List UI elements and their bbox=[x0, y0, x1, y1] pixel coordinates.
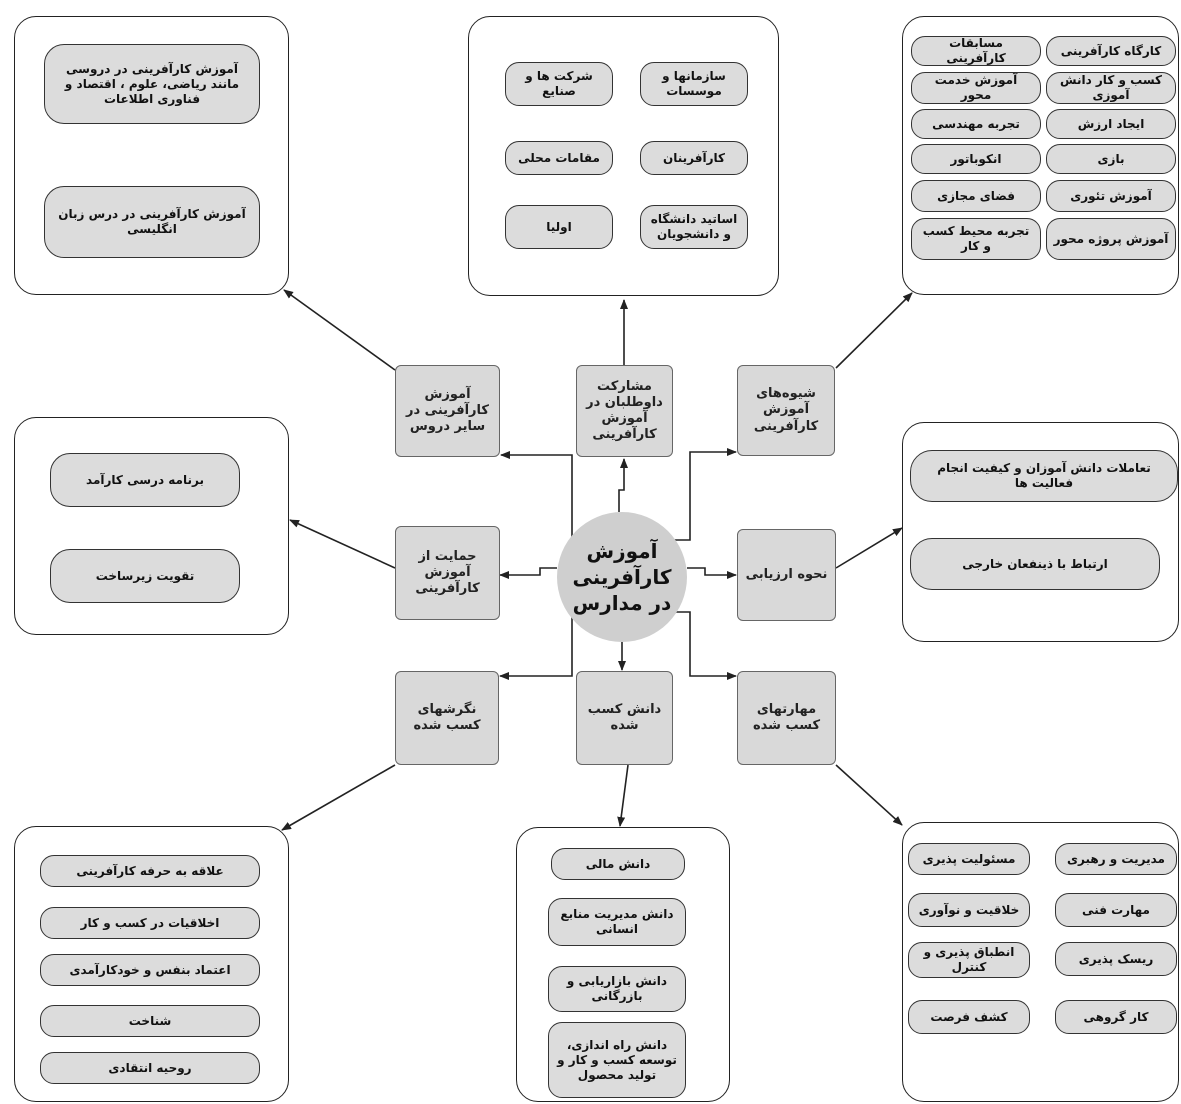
box-methods-9: آموزش تئوری bbox=[1046, 180, 1176, 212]
arrow-to-other-courses bbox=[500, 451, 573, 545]
box-skills-4: خلاقیت و نوآوری bbox=[908, 893, 1030, 927]
box-methods-11: آموزش پروژه محور bbox=[1046, 218, 1176, 260]
box-skills-1: مدیریت و رهبری bbox=[1055, 843, 1177, 875]
box-attitudes-3: اعتماد بنفس و خودکارآمدی bbox=[40, 954, 260, 986]
box-support-1: برنامه درسی کارآمد bbox=[50, 453, 240, 507]
box-methods-4: آموزش خدمت محور bbox=[911, 72, 1041, 104]
arrow-to-panel-evaluation bbox=[835, 527, 903, 569]
arrow-to-skills bbox=[668, 611, 737, 680]
arrow-to-panel-methods bbox=[835, 292, 913, 369]
arrow-to-panel-skills bbox=[835, 764, 903, 826]
node-support: حمایت از آموزش کارآفرینی bbox=[395, 526, 500, 620]
box-knowledge-2: دانش مدیریت منابع انسانی bbox=[548, 898, 686, 946]
center-hub: آموزش کارآفرینی در مدارس bbox=[557, 512, 687, 642]
box-knowledge-3: دانش بازاریابی و بازرگانی bbox=[548, 966, 686, 1012]
box-other-courses-1: آموزش کارآفرینی در دروسی مانند ریاضی، عل… bbox=[44, 44, 260, 124]
box-evaluation-2: ارتباط با ذینفعان خارجی bbox=[910, 538, 1160, 590]
box-volunteers-6: اولیا bbox=[505, 205, 613, 249]
box-knowledge-4: دانش راه اندازی، توسعه کسب و کار و تولید… bbox=[548, 1022, 686, 1098]
center-line-2: کارآفرینی bbox=[572, 565, 672, 589]
box-methods-10: فضای مجازی bbox=[911, 180, 1041, 212]
box-methods-3: کسب و کار دانش آموزی bbox=[1046, 72, 1176, 104]
box-methods-6: تجربه مهندسی bbox=[911, 109, 1041, 139]
center-line-1: آموزش bbox=[586, 539, 658, 563]
box-other-courses-2: آموزش کارآفرینی در درس زبان انگلیسی bbox=[44, 186, 260, 258]
box-methods-2: مسابقات کارآفرینی bbox=[911, 36, 1041, 66]
arrow-to-panel-other-courses bbox=[283, 289, 396, 371]
box-attitudes-2: اخلاقیات در کسب و کار bbox=[40, 907, 260, 939]
box-attitudes-5: روحیه انتقادی bbox=[40, 1052, 260, 1084]
arrow-to-volunteers bbox=[618, 458, 628, 512]
box-methods-8: انکوباتور bbox=[911, 144, 1041, 174]
box-volunteers-4: مقامات محلی bbox=[505, 141, 613, 175]
box-skills-8: کشف فرصت bbox=[908, 1000, 1030, 1034]
center-line-3: در مدارس bbox=[572, 591, 672, 615]
box-methods-7: بازی bbox=[1046, 144, 1176, 174]
box-volunteers-5: اساتید دانشگاه و دانشجویان bbox=[640, 205, 748, 249]
node-skills: مهارتهای کسب شده bbox=[737, 671, 836, 765]
box-knowledge-1: دانش مالی bbox=[551, 848, 685, 880]
node-knowledge: دانش کسب شده bbox=[576, 671, 673, 765]
box-methods-5: ایجاد ارزش bbox=[1046, 109, 1176, 139]
arrow-to-methods bbox=[668, 448, 737, 541]
arrow-to-panel-support bbox=[289, 519, 396, 569]
box-skills-2: مسئولیت پذیری bbox=[908, 843, 1030, 875]
box-volunteers-2: شرکت ها و صنایع bbox=[505, 62, 613, 106]
arrow-to-support bbox=[499, 567, 557, 579]
box-methods-1: کارگاه کارآفرینی bbox=[1046, 36, 1176, 66]
arrow-to-panel-knowledge bbox=[617, 764, 629, 827]
box-volunteers-1: سازمانها و موسسات bbox=[640, 62, 748, 106]
box-evaluation-1: تعاملات دانش آموزان و کیفیت انجام فعالیت… bbox=[910, 450, 1178, 502]
node-volunteers: مشارکت داوطلبان در آموزش کارآفرینی bbox=[576, 365, 673, 457]
box-skills-7: کار گروهی bbox=[1055, 1000, 1177, 1034]
node-evaluation: نحوه ارزیابی bbox=[737, 529, 836, 621]
box-skills-3: مهارت فنی bbox=[1055, 893, 1177, 927]
arrow-to-panel-attitudes bbox=[281, 764, 396, 831]
arrow-to-attitudes bbox=[499, 612, 573, 680]
box-volunteers-3: کارآفرینان bbox=[640, 141, 748, 175]
node-attitudes: نگرشهای کسب شده bbox=[395, 671, 499, 765]
node-other-courses: آموزش کارآفرینی در سایر دروس bbox=[395, 365, 500, 457]
node-methods: شیوه‌های آموزش کارآفرینی bbox=[737, 365, 835, 456]
box-attitudes-4: شناخت bbox=[40, 1005, 260, 1037]
box-attitudes-1: علاقه به حرفه کارآفرینی bbox=[40, 855, 260, 887]
arrow-to-evaluation bbox=[687, 567, 737, 579]
box-methods-12: تجربه محیط کسب و کار bbox=[911, 218, 1041, 260]
box-skills-6: انطباق پذیری و کنترل bbox=[908, 942, 1030, 978]
box-skills-5: ریسک پذیری bbox=[1055, 942, 1177, 976]
box-support-2: تقویت زیرساخت bbox=[50, 549, 240, 603]
